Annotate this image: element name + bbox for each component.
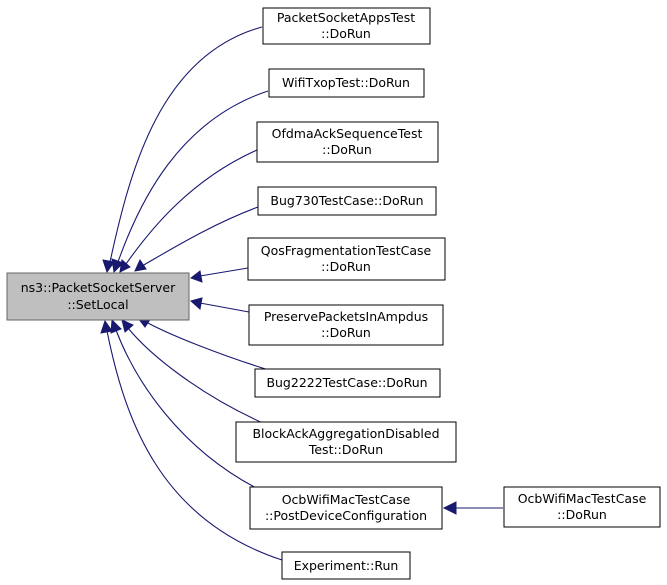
edge-arrowhead-icon [119,259,131,273]
node-ofdmaacksequencetest-dorun[interactable]: OfdmaAckSequenceTest ::DoRun [256,121,439,163]
node-packetsocketserver-setlocal[interactable]: ns3::PacketSocketServer ::SetLocal [6,272,190,321]
edge-arrowhead-icon [121,319,134,333]
node-label-line: Bug2222TestCase::DoRun [266,375,427,390]
node-label-line: ns3::PacketSocketServer [21,280,176,295]
node-label-line: QosFragmentationTestCase [261,243,432,258]
edge-bug2222testcase-to-root [145,321,273,372]
edge-arrowhead-icon [102,259,115,274]
node-label-line: OfdmaAckSequenceTest [272,126,423,141]
node-experiment-run[interactable]: Experiment::Run [281,551,411,580]
node-ocbwifimactestcase-dorun[interactable]: OcbWifiMacTestCase ::DoRun [503,486,661,528]
edge-ocbwifimactestcase-postdevice-to-root [115,329,263,492]
node-wifitxoptest-dorun[interactable]: WifiTxopTest::DoRun [268,68,425,98]
node-qosfragmentationtestcase-dorun[interactable]: QosFragmentationTestCase ::DoRun [247,237,446,281]
nodes-layer: ns3::PacketSocketServer ::SetLocal Packe… [6,7,661,580]
node-label-line: ::DoRun [321,26,371,41]
edge-arrowhead-icon [111,258,124,274]
edge-arrowhead-icon [189,297,203,310]
node-label-line: PacketSocketAppsTest [277,10,415,25]
edges-layer [100,26,503,561]
edge-packetsocketappstest-to-root [109,26,263,263]
edge-bug730testcase-to-root [141,206,259,267]
edge-wifitxoptest-to-root [117,90,269,263]
node-label-line: BlockAckAggregationDisabled [252,426,439,441]
edge-arrowhead-icon [134,258,147,272]
edge-ofdmaacksequencetest-to-root [125,149,258,265]
edge-qosfragmentationtestcase-to-root [199,267,249,277]
node-bug730testcase-dorun[interactable]: Bug730TestCase::DoRun [257,186,437,216]
node-blockackaggregationdisabledtest-dorun[interactable]: BlockAckAggregationDisabled Test::DoRun [235,421,457,463]
node-label-line: Bug730TestCase::DoRun [270,193,423,208]
node-label-line: OcbWifiMacTestCase [518,491,647,506]
node-label-line: WifiTxopTest::DoRun [282,75,410,90]
node-label-line: ::DoRun [321,259,371,274]
edge-blockackaggregationdisabledtest-to-root [127,327,266,425]
edge-arrowhead-icon [189,270,203,283]
node-bug2222testcase-dorun[interactable]: Bug2222TestCase::DoRun [254,368,441,398]
node-label-line: Test::DoRun [308,442,383,457]
node-label-line: ::DoRun [557,507,607,522]
node-label-line: PreservePacketsInAmpdus [264,309,428,324]
node-label-line: ::SetLocal [67,297,128,312]
node-packetsocketappstest-dorun[interactable]: PacketSocketAppsTest ::DoRun [262,7,431,45]
edge-arrowhead-icon [100,319,113,334]
node-ocbwifimactestcase-postdeviceconfiguration[interactable]: OcbWifiMacTestCase ::PostDeviceConfigura… [249,486,443,530]
node-label-line: ::PostDeviceConfiguration [265,508,427,523]
edge-arrowhead-icon [442,501,457,515]
edge-arrowhead-icon [110,318,122,334]
node-label-line: Experiment::Run [294,558,399,573]
edge-preservepacketsinampdus-to-root [199,302,250,313]
node-label-line: OcbWifiMacTestCase [282,492,411,507]
node-preservepacketsinampdus-dorun[interactable]: PreservePacketsInAmpdus ::DoRun [248,304,444,346]
edge-experimentrun-to-root [106,330,283,561]
node-label-line: ::DoRun [322,142,372,157]
node-label-line: ::DoRun [321,325,371,340]
